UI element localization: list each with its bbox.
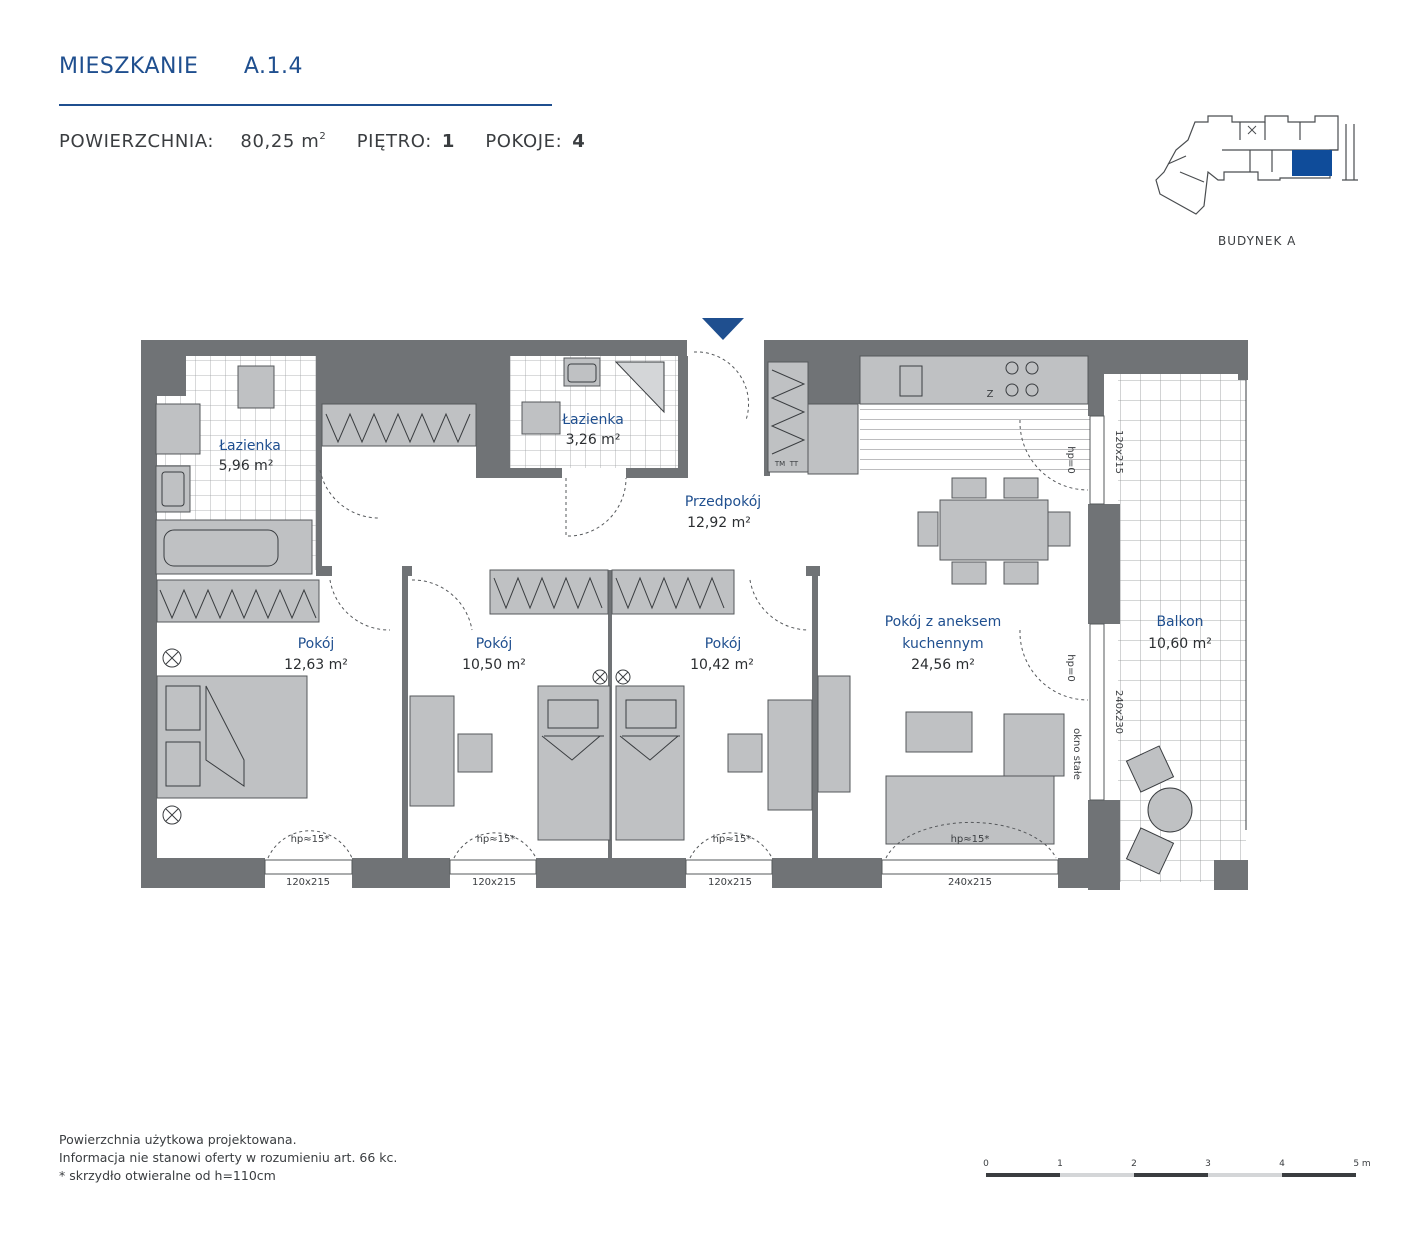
scale-tick-4: 4	[1279, 1159, 1285, 1169]
entrance-arrow-icon	[702, 318, 744, 340]
apartment-stats: POWIERZCHNIA: 80,25 m2 PIĘTRO: 1 POKOJE: 4	[59, 131, 585, 152]
room-7-name-2: kuchennym	[902, 636, 983, 652]
scale-tick-5: 5 m	[1353, 1159, 1370, 1169]
sill-2: hp≈15*	[477, 834, 516, 845]
room-4-name: Pokój	[298, 636, 335, 652]
floor-value: 1	[441, 131, 455, 152]
window-3-size: 120x215	[708, 877, 752, 888]
window-2-size: 120x215	[472, 877, 516, 888]
fixed-window-note: okno stałe	[1071, 728, 1082, 780]
apartment-code: A.1.4	[243, 54, 303, 79]
room-7-name: Pokój z aneksem	[885, 614, 1002, 630]
scale-bar: 0 1 2 3 4 5 m	[983, 1159, 1371, 1177]
window-5-size: 120x215	[1113, 430, 1124, 474]
room-4-area: 12,63 m²	[284, 657, 348, 673]
area-unit-sup: 2	[319, 131, 327, 142]
highlighted-unit	[1292, 150, 1332, 176]
scale-tick-1: 1	[1057, 1159, 1063, 1169]
title-label: MIESZKANIE	[59, 54, 199, 79]
room-3-area: 12,92 m²	[687, 515, 751, 531]
door-swings	[267, 351, 1089, 859]
sill-4: hp≈15*	[951, 834, 990, 845]
sill-6: hp=0	[1065, 654, 1076, 681]
bed-details	[165, 685, 680, 787]
sill-3: hp≈15*	[713, 834, 752, 845]
rooms-label: POKOJE:	[485, 131, 563, 152]
kitchen-floor-lines	[860, 406, 1090, 472]
room-3-name: Przedpokój	[685, 494, 761, 510]
walls	[141, 340, 1248, 890]
windows	[264, 415, 1105, 875]
window-1-size: 120x215	[286, 877, 330, 888]
rooms-value: 4	[572, 131, 586, 152]
room-6-area: 10,42 m²	[690, 657, 754, 673]
room-1-name: Łazienka	[218, 438, 281, 454]
fridge-mark: Z	[987, 389, 994, 400]
room-8-area: 10,60 m²	[1148, 636, 1212, 652]
washer-mark: TM	[774, 460, 785, 468]
building-key-plan	[1155, 115, 1358, 215]
wardrobe-hangers	[159, 369, 806, 620]
apartment-title: MIESZKANIE A.1.4	[59, 54, 303, 79]
building-caption: BUDYNEK A	[1218, 234, 1297, 248]
scale-tick-2: 2	[1131, 1159, 1137, 1169]
room-8-name: Balkon	[1156, 614, 1203, 630]
area-value: 80,25 m	[240, 131, 320, 152]
window-6-size: 240x230	[1113, 690, 1124, 734]
room-5-area: 10,50 m²	[462, 657, 526, 673]
window-4-size: 240x215	[948, 877, 992, 888]
sill-5: hp=0	[1065, 446, 1076, 473]
room-2-name: Łazienka	[561, 412, 624, 428]
room-7-area: 24,56 m²	[911, 657, 975, 673]
vent-icons	[162, 648, 631, 825]
title-rule	[59, 104, 552, 106]
footnotes: Powierzchnia użytkowa projektowana. Info…	[59, 1131, 397, 1185]
note-3: * skrzydło otwieralne od h=110cm	[59, 1168, 276, 1183]
scale-tick-0: 0	[983, 1159, 989, 1169]
sill-1: hp≈15*	[291, 834, 330, 845]
fixtures	[161, 361, 1247, 875]
note-1: Powierzchnia użytkowa projektowana.	[59, 1132, 297, 1147]
floor-plan: Łazienka 5,96 m² Łazienka 3,26 m² Przedp…	[141, 318, 1248, 890]
room-1-area: 5,96 m²	[219, 458, 274, 474]
scale-tick-3: 3	[1205, 1159, 1211, 1169]
floor-label: PIĘTRO:	[356, 131, 432, 152]
dryer-mark: TT	[789, 460, 799, 468]
note-2: Informacja nie stanowi oferty w rozumien…	[59, 1150, 398, 1165]
room-6-name: Pokój	[705, 636, 742, 652]
room-5-name: Pokój	[476, 636, 513, 652]
area-label: POWIERZCHNIA:	[59, 131, 215, 152]
room-2-area: 3,26 m²	[566, 432, 621, 448]
